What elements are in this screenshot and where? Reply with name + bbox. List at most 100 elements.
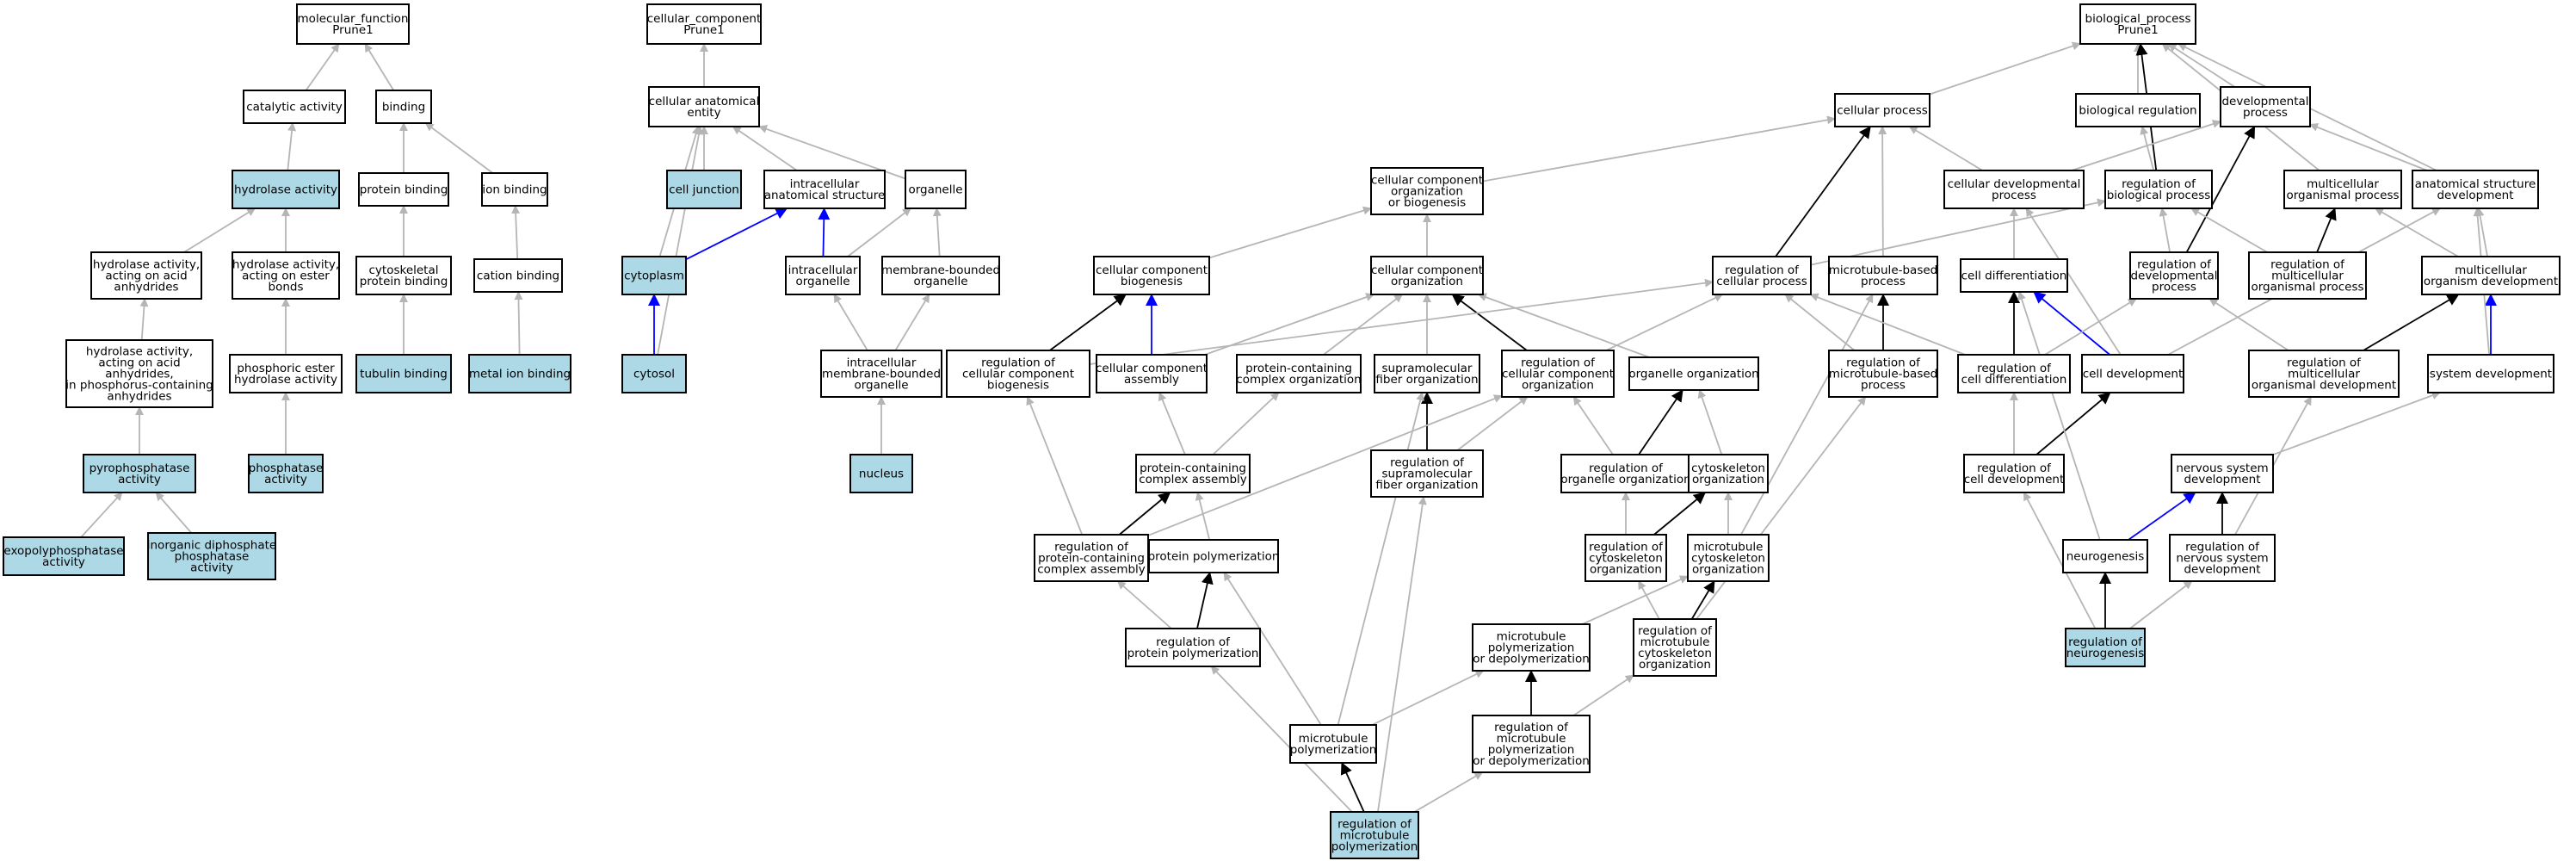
go-term-node-rmtpd[interactable]: regulation ofmicrotubulepolymerizationor… — [1472, 715, 1591, 773]
go-term-node-cat[interactable]: catalytic activity — [243, 90, 346, 124]
edge-is-a-pcco-to-ccorg — [1323, 294, 1404, 356]
go-term-node-breg[interactable]: biological regulation — [2075, 93, 2201, 127]
go-term-node-rmtcsko[interactable]: regulation ofmicrotubulecytoskeletonorga… — [1633, 618, 1717, 677]
go-term-node-org[interactable]: organelle — [905, 170, 967, 209]
node-box — [1034, 534, 1149, 582]
go-term-node-catb[interactable]: cation binding — [473, 258, 563, 293]
node-box — [229, 354, 343, 393]
node-label-line: phosphatase — [249, 461, 324, 475]
go-term-node-nuc[interactable]: nucleus — [849, 454, 913, 493]
go-term-node-pbind[interactable]: protein binding — [358, 172, 449, 207]
go-term-node-hyd[interactable]: hydrolase activity — [232, 170, 340, 209]
go-term-node-cdiff[interactable]: cell differentiation — [1960, 258, 2068, 293]
node-label-line: cellular component — [1096, 263, 1208, 277]
node-box — [1096, 354, 1208, 393]
go-term-node-metb[interactable]: metal ion binding — [468, 354, 571, 393]
edge-is-a-rmtpd-to-rmtcsko — [1572, 674, 1634, 716]
node-label-line: complex organization — [1236, 373, 1361, 387]
edge-is-a-rmtcsko-to-rcsko — [1638, 580, 1660, 620]
go-term-node-hydanh[interactable]: hydrolase activity,acting on acidanhydri… — [90, 251, 202, 300]
go-term-node-cytosol[interactable]: cytosol — [621, 354, 687, 393]
node-box — [763, 170, 886, 209]
go-term-node-cj[interactable]: cell junction — [666, 170, 742, 209]
node-box — [65, 339, 213, 408]
go-term-node-tubb[interactable]: tubulin binding — [355, 354, 452, 393]
edge-is-a-mtpoly-to-sfo — [1337, 392, 1425, 726]
node-box — [468, 354, 571, 393]
node-label-line: nervous system — [2176, 461, 2268, 475]
go-term-node-cp[interactable]: cellular process — [1834, 93, 1930, 127]
go-term-node-ppoly[interactable]: protein polymerization — [1148, 539, 1280, 573]
node-label-line: cytoskeleton — [1638, 647, 1712, 660]
go-term-node-ionb[interactable]: ion binding — [481, 172, 548, 207]
node-label-line: developmental — [2221, 95, 2308, 108]
go-term-node-sysdev[interactable]: system development — [2427, 354, 2554, 393]
node-label-line: microtubule — [1299, 732, 1368, 746]
node-box — [1828, 256, 1938, 295]
go-term-node-neurog[interactable]: neurogenesis — [2062, 539, 2148, 573]
edge-is-a-hydanh-to-hyd — [183, 208, 256, 253]
node-label-line: assembly — [1124, 373, 1179, 387]
edge-is-a-rmtpoly-to-rmtpd — [1413, 771, 1484, 813]
go-term-node-bind[interactable]: binding — [375, 90, 432, 124]
node-label-line: binding — [382, 101, 425, 115]
node-label-line: organization — [1391, 185, 1463, 199]
go-term-node-celldev[interactable]: cell development — [2081, 354, 2184, 393]
go-term-node-orgorg[interactable]: organelle organization — [1628, 356, 1759, 391]
go-term-node-hydphos[interactable]: hydrolase activity,acting on acidanhydri… — [65, 339, 213, 408]
go-term-node-cyto[interactable]: cytoplasm — [621, 256, 687, 295]
